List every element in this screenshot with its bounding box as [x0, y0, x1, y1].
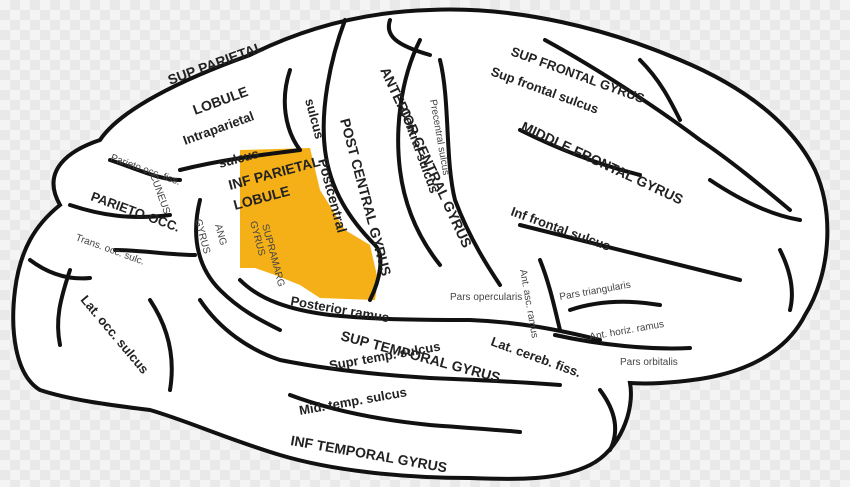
label-pars-opercularis: Pars opercularis [450, 292, 522, 303]
label-pars-orbitalis: Pars orbitalis [620, 357, 678, 368]
sulci [28, 18, 802, 452]
brain-outline [11, 7, 830, 481]
supramarginal-highlight [240, 148, 378, 300]
label-ang: ANG [212, 223, 228, 247]
